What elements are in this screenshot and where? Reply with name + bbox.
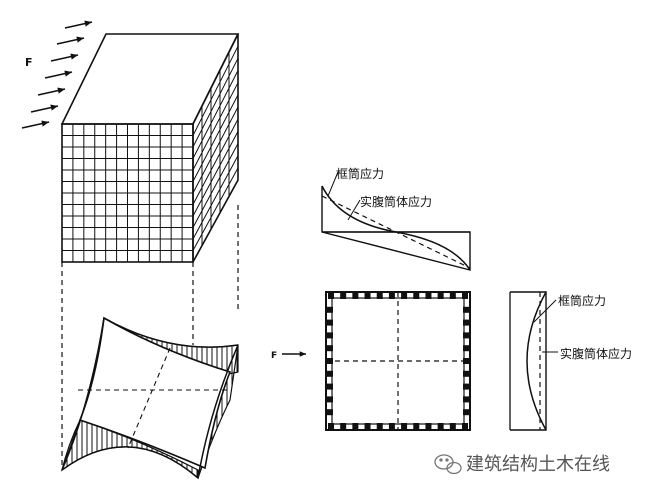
force-label-bottom: F [271,351,277,361]
column-block [325,332,333,339]
column-block [376,291,383,299]
column-block [325,409,333,416]
web-stress-diagram [509,291,558,431]
column-block [388,423,395,431]
column-block [340,423,347,431]
column-block [364,291,371,299]
frame-tube-stress-curve-side [526,291,547,431]
column-block [463,383,471,390]
column-block [364,423,371,431]
column-block [437,423,444,431]
column-block [437,291,444,299]
column-block [463,370,471,377]
grid-line [192,143,239,228]
wechat-icon [434,454,462,475]
perimeter-columns [325,291,471,431]
grid-line [192,45,239,136]
column-block [352,423,359,431]
solid-tube-stress-label-side: 实腹筒体应力 [560,346,632,361]
column-block [413,423,420,431]
grid-line [192,131,239,217]
column-block [463,319,471,326]
deformed-plan-outline [78,316,232,470]
column-block [328,291,334,299]
column-block [462,291,468,299]
column-block [325,396,333,403]
tube-plan-section [325,291,471,431]
column-block [463,396,471,403]
frame-tube-stress-curve-top [321,185,471,271]
grid-line [192,118,239,205]
column-block [449,423,456,431]
column-block [401,423,408,431]
watermark-text: 建筑结构土木在线 [466,454,610,475]
grid-line [192,106,239,194]
column-block [401,291,408,299]
column-block [376,423,383,431]
projection-lines [61,205,239,470]
force-label-top: F [25,56,33,69]
wind-load-arrows [21,20,93,129]
column-block [463,358,471,364]
column-block [325,306,333,313]
frame-tube-stress-label-side: 框筒应力 [558,293,606,308]
solid-tube-stress-label-top: 实腹筒体应力 [360,194,432,209]
column-block [325,319,333,326]
column-block [463,332,471,339]
grid-line [192,82,239,171]
column-block [462,423,468,431]
column-block [328,423,334,431]
grid-line [192,155,239,240]
frame-tube-stress-label-top: 框筒应力 [336,166,384,181]
column-block [340,291,347,299]
flange-stress-diagram [321,171,471,271]
column-block [388,291,395,299]
column-block [463,306,471,313]
column-block [463,345,471,352]
column-block [413,291,420,299]
column-block [425,291,432,299]
column-block [325,370,333,377]
front-face-grid [62,124,193,262]
grid-line [192,94,239,182]
tube-building-block [60,33,240,263]
shear-lag-plan-view [60,316,239,480]
column-block [325,383,333,390]
side-face-grid [192,45,239,251]
web-stress-frame [510,291,547,431]
column-block [463,409,471,416]
column-block [425,423,432,431]
grid-line [192,167,239,251]
column-block [352,291,359,299]
grid-line [192,58,239,148]
column-block [449,291,456,299]
grid-line [192,70,239,159]
column-block [325,345,333,352]
